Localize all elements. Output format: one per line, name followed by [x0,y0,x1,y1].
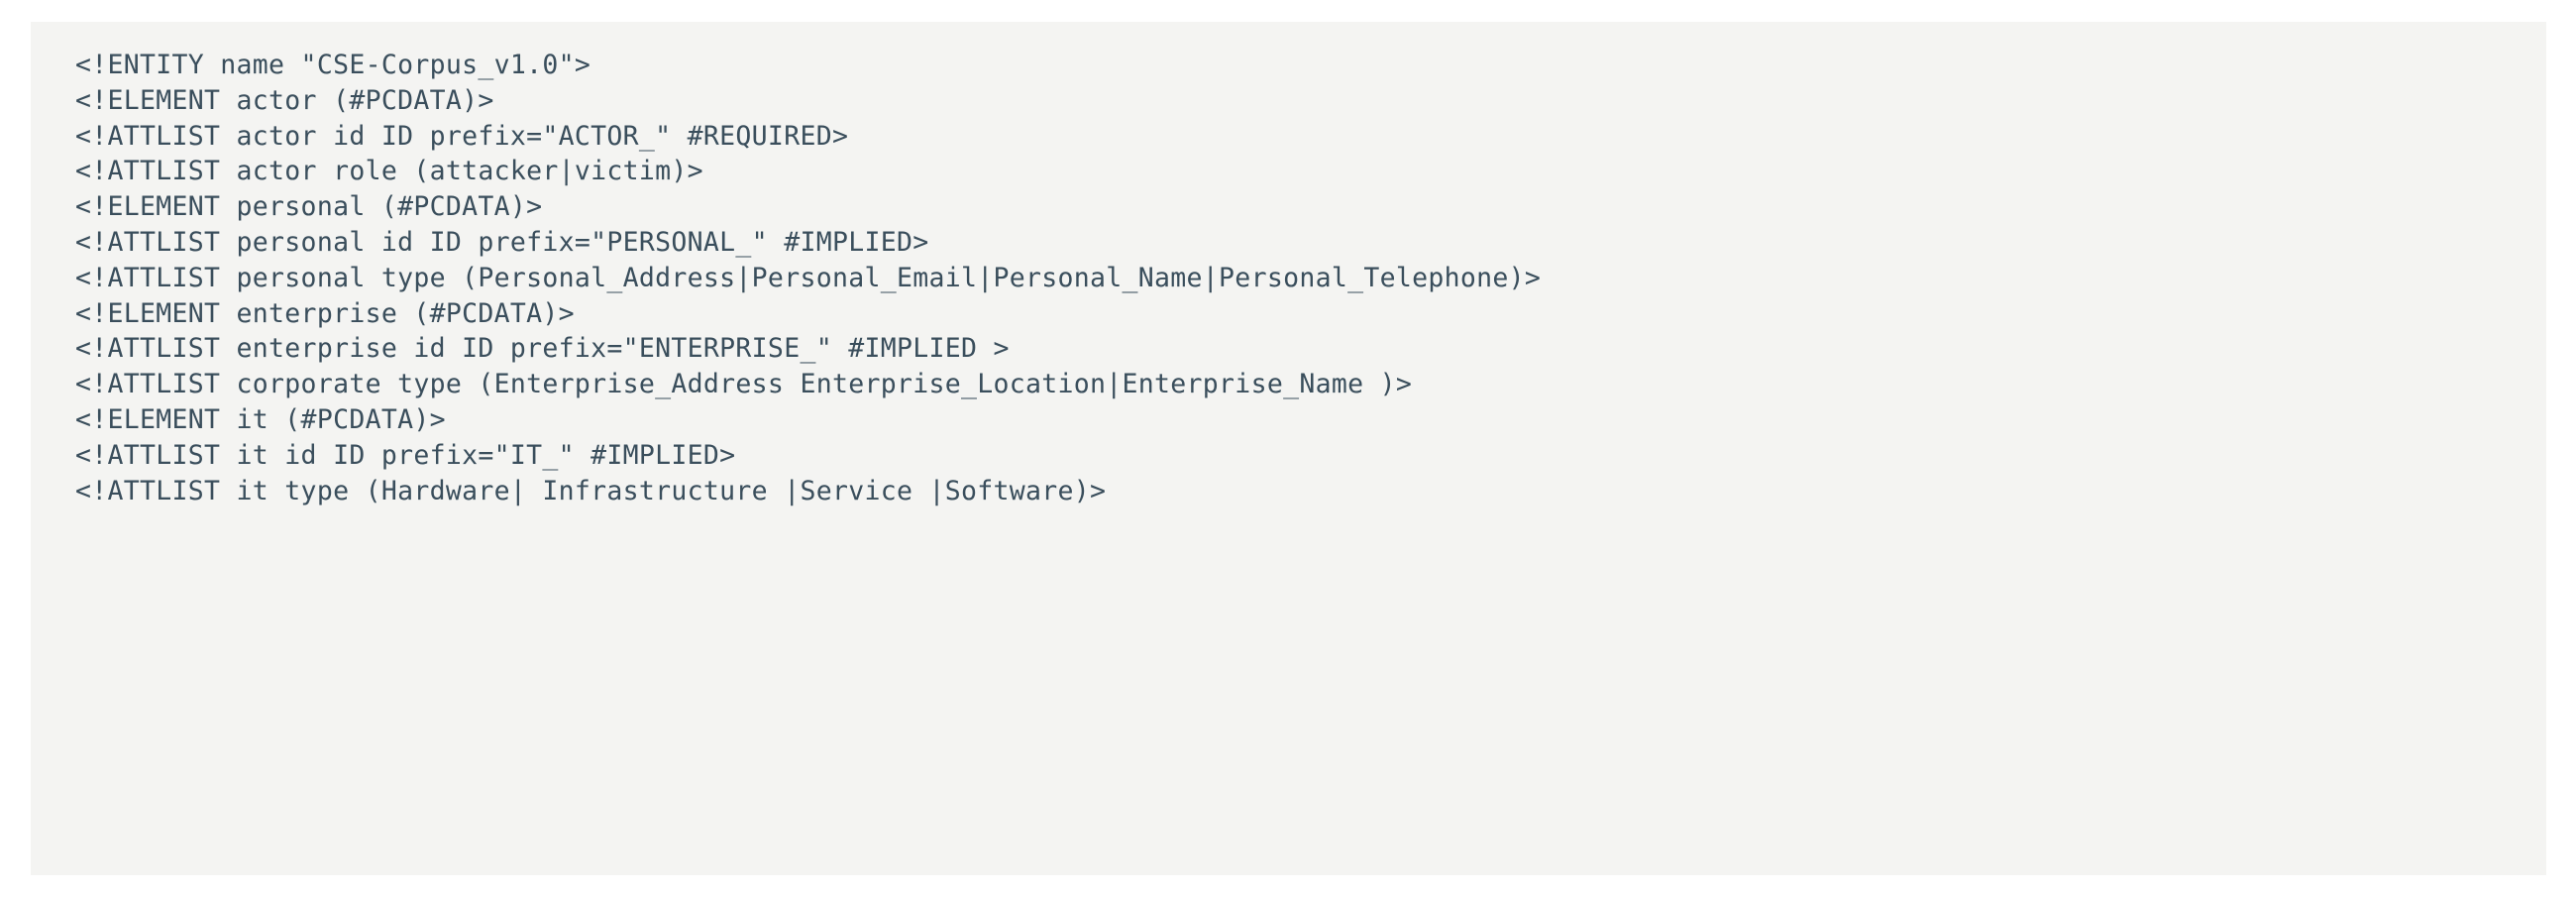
code-line: <!ELEMENT personal (#PCDATA)> [75,191,543,223]
code-line: <!ATTLIST actor id ID prefix="ACTOR_" #R… [75,120,849,152]
code-line: <!ELEMENT actor (#PCDATA)> [75,84,494,116]
code-line: <!ATTLIST corporate type (Enterprise_Add… [75,369,1413,400]
code-line: <!ATTLIST actor role (attacker|victim)> [75,156,703,187]
code-line: <!ELEMENT enterprise (#PCDATA)> [75,297,575,329]
code-line: <!ELEMENT it (#PCDATA)> [75,403,446,435]
code-line: <!ENTITY name "CSE-Corpus_v1.0"> [75,50,591,80]
code-line: <!ATTLIST it id ID prefix="IT_" #IMPLIED… [75,439,736,471]
dtd-code-block: <!ENTITY name "CSE-Corpus_v1.0"> <!ELEMEN… [31,22,2546,875]
code-line: <!ATTLIST personal type (Personal_Addres… [75,262,1542,293]
code-line: <!ATTLIST personal id ID prefix="PERSONA… [75,226,929,258]
code-line: <!ATTLIST enterprise id ID prefix="ENTER… [75,333,1010,365]
code-line: <!ATTLIST it type (Hardware| Infrastruct… [75,475,1107,506]
